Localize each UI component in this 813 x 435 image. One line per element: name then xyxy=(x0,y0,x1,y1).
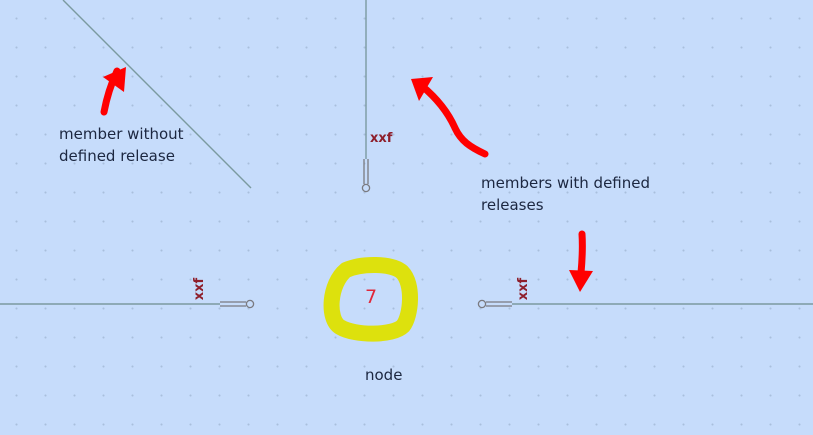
release-symbol-vertical[interactable] xyxy=(361,159,371,193)
release-label-vertical: xxf xyxy=(370,131,393,146)
arrow-to-diagonal-member xyxy=(100,67,126,116)
node-number[interactable]: 7 xyxy=(365,286,378,308)
release-label-left: xxf xyxy=(192,277,208,301)
arrow-to-right-member xyxy=(569,230,593,292)
arrow-to-vertical-member xyxy=(411,77,489,158)
annotation-member-without-release: member without defined release xyxy=(59,123,184,167)
node-highlight-marker xyxy=(323,257,418,342)
annotation-members-with-releases: members with defined releases xyxy=(481,172,650,216)
release-label-right: xxf xyxy=(516,277,532,301)
diagonal-member[interactable] xyxy=(62,0,252,189)
annotation-node: node xyxy=(365,366,403,384)
release-symbol-right[interactable] xyxy=(477,299,512,309)
annotation-members-with-releases-text: members with defined releases xyxy=(481,174,650,214)
annotation-member-without-release-text: member without defined release xyxy=(59,125,184,165)
release-symbol-left[interactable] xyxy=(220,299,255,309)
